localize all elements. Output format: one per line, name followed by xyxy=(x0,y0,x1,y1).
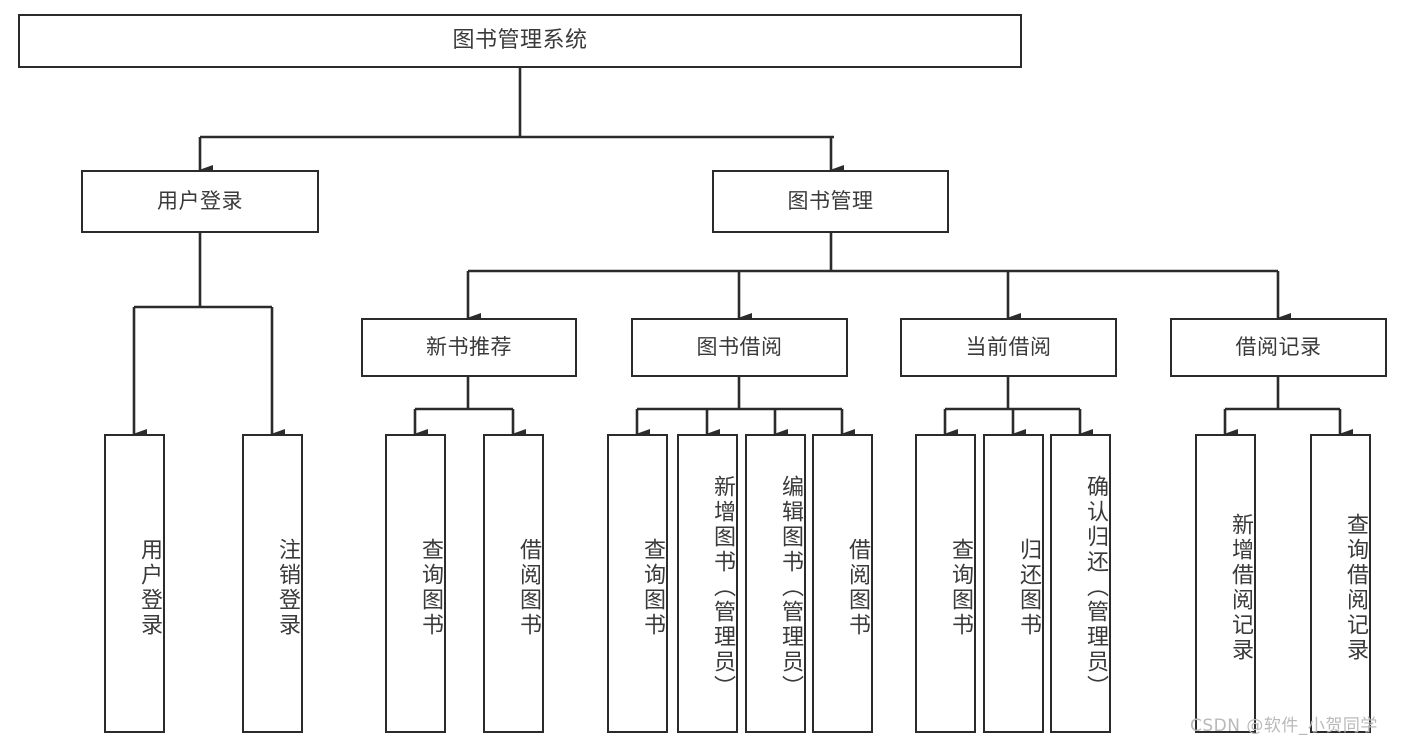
node-book-manage[interactable]: 图书管理 xyxy=(712,170,949,233)
node-borrow-record[interactable]: 借阅记录 xyxy=(1170,318,1387,377)
leaf-query-book-current[interactable]: 查询图书 xyxy=(915,434,976,733)
node-user-login[interactable]: 用户登录 xyxy=(81,170,319,233)
leaf-return-book[interactable]: 归还图书 xyxy=(983,434,1044,733)
leaf-query-book-recommend[interactable]: 查询图书 xyxy=(385,434,446,733)
leaf-confirm-return-admin[interactable]: 确认归还（管理员） xyxy=(1050,434,1111,733)
leaf-query-book-borrow[interactable]: 查询图书 xyxy=(607,434,668,733)
leaf-user-login[interactable]: 用户登录 xyxy=(104,434,165,733)
node-root-system[interactable]: 图书管理系统 xyxy=(18,14,1022,68)
leaf-edit-book-admin[interactable]: 编辑图书（管理员） xyxy=(745,434,806,733)
leaf-add-borrow-record[interactable]: 新增借阅记录 xyxy=(1195,434,1256,733)
node-book-borrow[interactable]: 图书借阅 xyxy=(631,318,848,377)
leaf-query-borrow-record[interactable]: 查询借阅记录 xyxy=(1310,434,1371,733)
node-new-book-recommend[interactable]: 新书推荐 xyxy=(361,318,577,377)
leaf-add-book-admin[interactable]: 新增图书（管理员） xyxy=(677,434,738,733)
leaf-logout[interactable]: 注销登录 xyxy=(242,434,303,733)
leaf-borrow-book-recommend[interactable]: 借阅图书 xyxy=(483,434,544,733)
node-current-borrow[interactable]: 当前借阅 xyxy=(900,318,1117,377)
watermark-text: CSDN @软件_小贺同学 xyxy=(1190,716,1378,736)
leaf-borrow-book-borrow[interactable]: 借阅图书 xyxy=(812,434,873,733)
